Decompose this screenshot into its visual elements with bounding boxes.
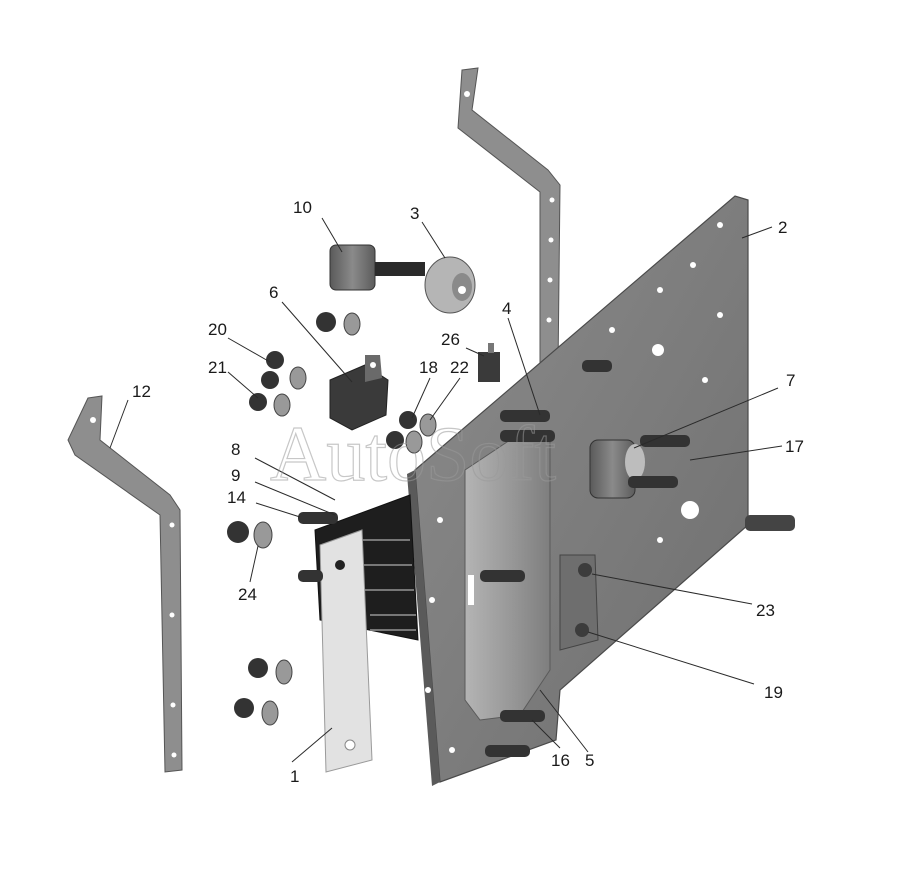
callouts: 1 2 3 4 5 6 7 8 9 10 12 14 16 17 18 19 2… [132,198,804,786]
washer [273,393,291,417]
washer [261,700,279,726]
callout-24: 24 [238,585,257,604]
callout-22: 22 [450,358,469,377]
lower-bracket [67,395,183,773]
washer [289,366,307,390]
washer [343,312,361,336]
washer [253,521,273,549]
nut [399,411,417,429]
callout-9: 9 [231,466,240,485]
bolt [485,745,530,757]
callout-6: 6 [269,283,278,302]
washer [405,430,423,454]
nut [266,351,284,369]
washer [275,659,293,685]
bolt [500,710,545,722]
callout-12: 12 [132,382,151,401]
callout-18: 18 [419,358,438,377]
nut [248,658,268,678]
callout-20: 20 [208,320,227,339]
bolt [745,515,795,531]
callout-2: 2 [778,218,787,237]
nut [386,431,404,449]
nut [249,393,267,411]
nut [316,312,336,332]
callout-17: 17 [785,437,804,456]
callout-5: 5 [585,751,594,770]
callout-4: 4 [502,299,511,318]
rubber-mount [329,244,476,314]
upper-bracket [457,67,561,381]
callout-10: 10 [293,198,312,217]
callout-26: 26 [441,330,460,349]
callout-7: 7 [786,371,795,390]
callout-1: 1 [290,767,299,786]
bolt [640,435,690,447]
bolt [582,360,612,372]
callout-8: 8 [231,440,240,459]
bolt [500,430,555,442]
washer [419,413,437,437]
callout-14: 14 [227,488,246,507]
callout-19: 19 [764,683,783,702]
nut [234,698,254,718]
callout-3: 3 [410,204,419,223]
fuse-component [478,343,500,382]
callout-23: 23 [756,601,775,620]
relay [329,355,389,431]
bolt [500,410,550,422]
nut [227,521,249,543]
nuts-washers [227,312,437,726]
terminal-strip [319,529,373,773]
watermark: AutoSoft [270,410,556,497]
bolt [298,570,323,582]
bolt [628,476,678,488]
bolt [298,512,338,524]
callout-16: 16 [551,751,570,770]
clamp-bracket [559,554,599,651]
leader-lines [109,217,783,763]
bolt [480,570,525,582]
nut [261,371,279,389]
callout-21: 21 [208,358,227,377]
rubber-mount-right [589,439,645,499]
bolts [298,360,795,757]
